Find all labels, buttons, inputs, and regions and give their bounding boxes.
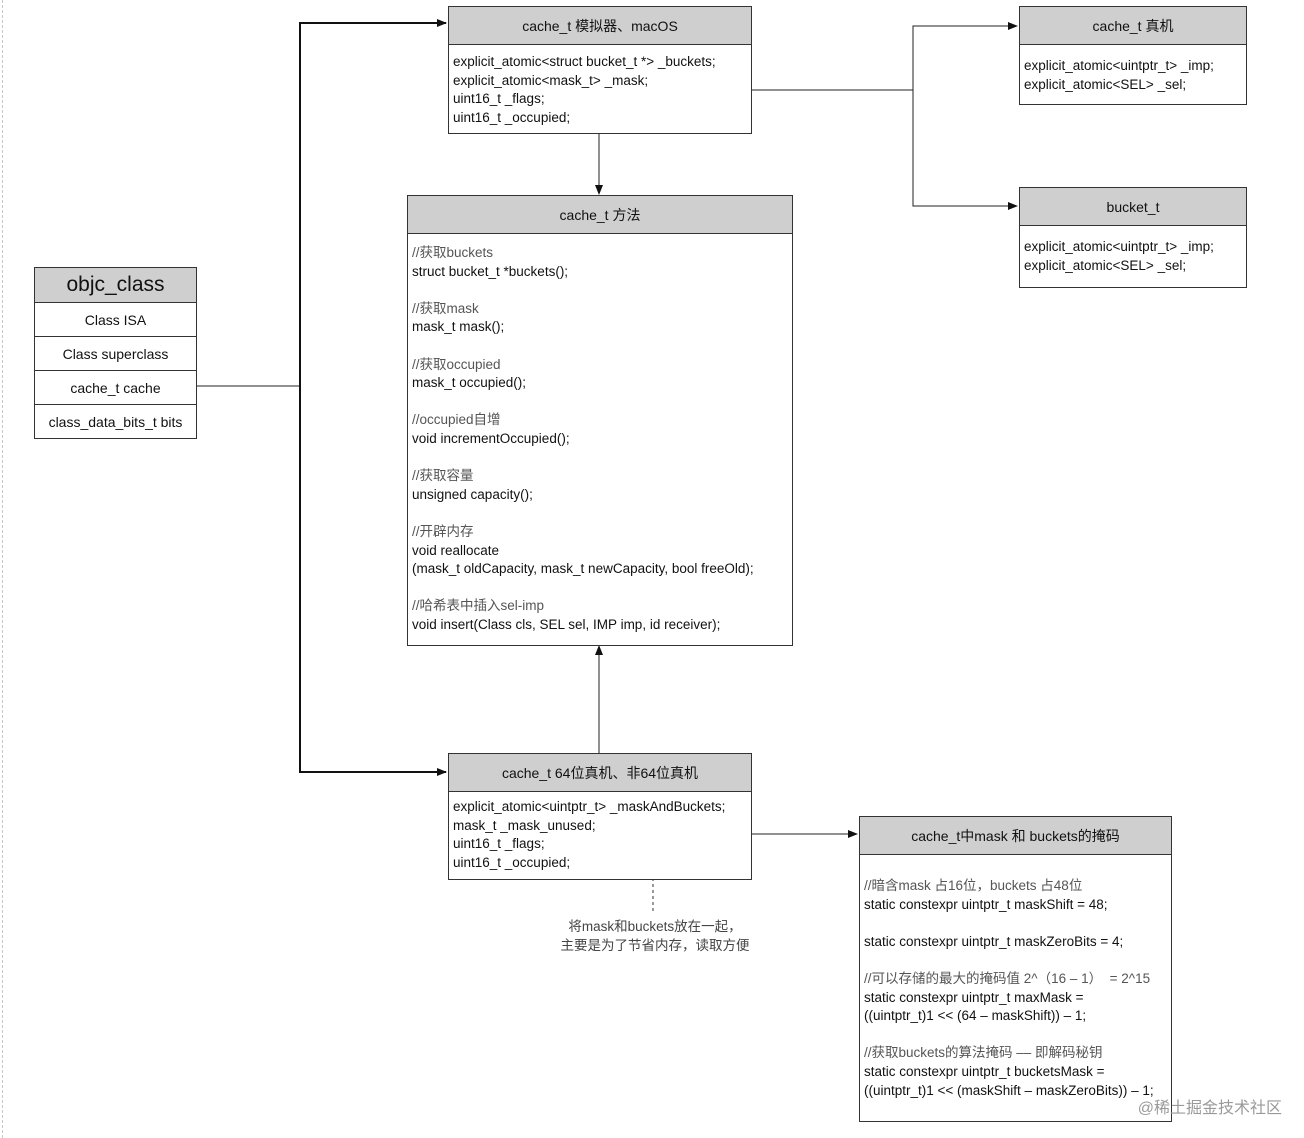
method-comment: //获取mask [412, 300, 479, 316]
cache-real-title: cache_t 真机 [1020, 7, 1246, 45]
objc-class-row-superclass: Class superclass [35, 337, 196, 371]
cache-sim-line: explicit_atomic<struct bucket_t *> _buck… [453, 54, 716, 69]
mask-buckets-title: cache_t中mask 和 buckets的掩码 [860, 817, 1171, 855]
method-comment: //哈希表中插入sel-imp [412, 598, 545, 614]
cache-real-line: explicit_atomic<uintptr_t> _imp; [1024, 58, 1214, 73]
cache-real-box: cache_t 真机 explicit_atomic<uintptr_t> _i… [1019, 6, 1247, 105]
cache-real-line: explicit_atomic<SEL> _sel; [1024, 76, 1187, 92]
bucket-box: bucket_t explicit_atomic<uintptr_t> _imp… [1019, 187, 1247, 288]
cache-methods-box: cache_t 方法 //获取buckets struct bucket_t *… [407, 195, 793, 646]
mask-code: ((uintptr_t)1 << (maskShift – maskZeroBi… [864, 1082, 1154, 1098]
cache-64-line: explicit_atomic<uintptr_t> _maskAndBucke… [453, 799, 726, 814]
method-comment: //开辟内存 [412, 523, 474, 539]
cache-sim-box: cache_t 模拟器、macOS explicit_atomic<struct… [448, 6, 752, 134]
method-code: struct bucket_t *buckets(); [412, 263, 569, 279]
mask-code: static constexpr uintptr_t maxMask = [864, 989, 1084, 1005]
mask-buckets-body: //暗含mask 占16位，buckets 占48位 static conste… [860, 855, 1171, 1106]
cache-64-title: cache_t 64位真机、非64位真机 [449, 754, 751, 792]
mask-code: static constexpr uintptr_t bucketsMask = [864, 1063, 1105, 1079]
mask-comment: //获取buckets的算法掩码 –– 即解码秘钥 [864, 1045, 1103, 1061]
note-line: 主要是为了节省内存，读取方便 [560, 937, 750, 953]
cache-64-body: explicit_atomic<uintptr_t> _maskAndBucke… [449, 792, 751, 878]
edge-to-cache-64 [299, 386, 447, 776]
watermark: @稀土掘金技术社区 [1137, 1100, 1282, 1117]
cache-sim-line: uint16_t _flags; [453, 91, 545, 107]
method-code: (mask_t oldCapacity, mask_t newCapacity,… [412, 561, 754, 577]
method-comment: //获取buckets [412, 245, 494, 260]
cache-64-line: uint16_t _flags; [453, 836, 545, 852]
cache-sim-title: cache_t 模拟器、macOS [449, 7, 751, 45]
bucket-body: explicit_atomic<uintptr_t> _imp; explici… [1020, 226, 1246, 281]
objc-class-row-cache: cache_t cache [35, 371, 196, 405]
objc-class-title: objc_class [35, 268, 196, 303]
edge-to-cache-sim [299, 19, 447, 386]
bucket-title: bucket_t [1020, 188, 1246, 226]
method-code: unsigned capacity(); [412, 486, 533, 502]
edge-to-cache-real [912, 22, 1018, 90]
objc-class-row-isa: Class ISA [35, 303, 196, 337]
method-code: mask_t mask(); [412, 319, 505, 335]
method-code: void incrementOccupied(); [412, 430, 570, 446]
note-line: 将mask和buckets放在一起， [568, 919, 742, 934]
cache-methods-body: //获取buckets struct bucket_t *buckets(); … [408, 234, 792, 640]
cache-sim-line: uint16_t _occupied; [453, 109, 571, 125]
bucket-line: explicit_atomic<SEL> _sel; [1024, 257, 1187, 273]
mask-code: ((uintptr_t)1 << (64 – maskShift)) – 1; [864, 1008, 1087, 1024]
method-code: void insert(Class cls, SEL sel, IMP imp,… [412, 616, 721, 632]
cache-sim-body: explicit_atomic<struct bucket_t *> _buck… [449, 45, 751, 133]
cache-methods-title: cache_t 方法 [408, 196, 792, 234]
cache-64-line: uint16_t _occupied; [453, 854, 571, 870]
mask-comment: //可以存储的最大的掩码值 2^（16 – 1） = 2^15 [864, 970, 1151, 986]
mask-code: static constexpr uintptr_t maskShift = 4… [864, 896, 1108, 912]
method-code: void reallocate [412, 542, 500, 558]
mask-code: static constexpr uintptr_t maskZeroBits … [864, 933, 1124, 949]
cache-64-line: mask_t _mask_unused; [453, 817, 596, 833]
objc-class-row-bits: class_data_bits_t bits [48, 414, 183, 430]
mask-buckets-note: 将mask和buckets放在一起， 主要是为了节省内存，读取方便 [540, 918, 770, 955]
edge-to-bucket [912, 90, 1018, 210]
method-code: mask_t occupied(); [412, 375, 527, 391]
method-comment: //获取容量 [412, 468, 474, 484]
method-comment: //获取occupied [412, 356, 501, 372]
cache-64-box: cache_t 64位真机、非64位真机 explicit_atomic<uin… [448, 753, 752, 880]
mask-comment: //暗含mask 占16位，buckets 占48位 [864, 878, 1083, 893]
objc-class-box: objc_class Class ISA Class superclass ca… [34, 267, 197, 439]
method-comment: //occupied自增 [412, 412, 501, 428]
cache-real-body: explicit_atomic<uintptr_t> _imp; explici… [1020, 45, 1246, 100]
left-edge-dashes [2, 0, 3, 1138]
mask-buckets-box: cache_t中mask 和 buckets的掩码 //暗含mask 占16位，… [859, 816, 1172, 1122]
cache-sim-line: explicit_atomic<mask_t> _mask; [453, 72, 649, 88]
bucket-line: explicit_atomic<uintptr_t> _imp; [1024, 239, 1214, 254]
